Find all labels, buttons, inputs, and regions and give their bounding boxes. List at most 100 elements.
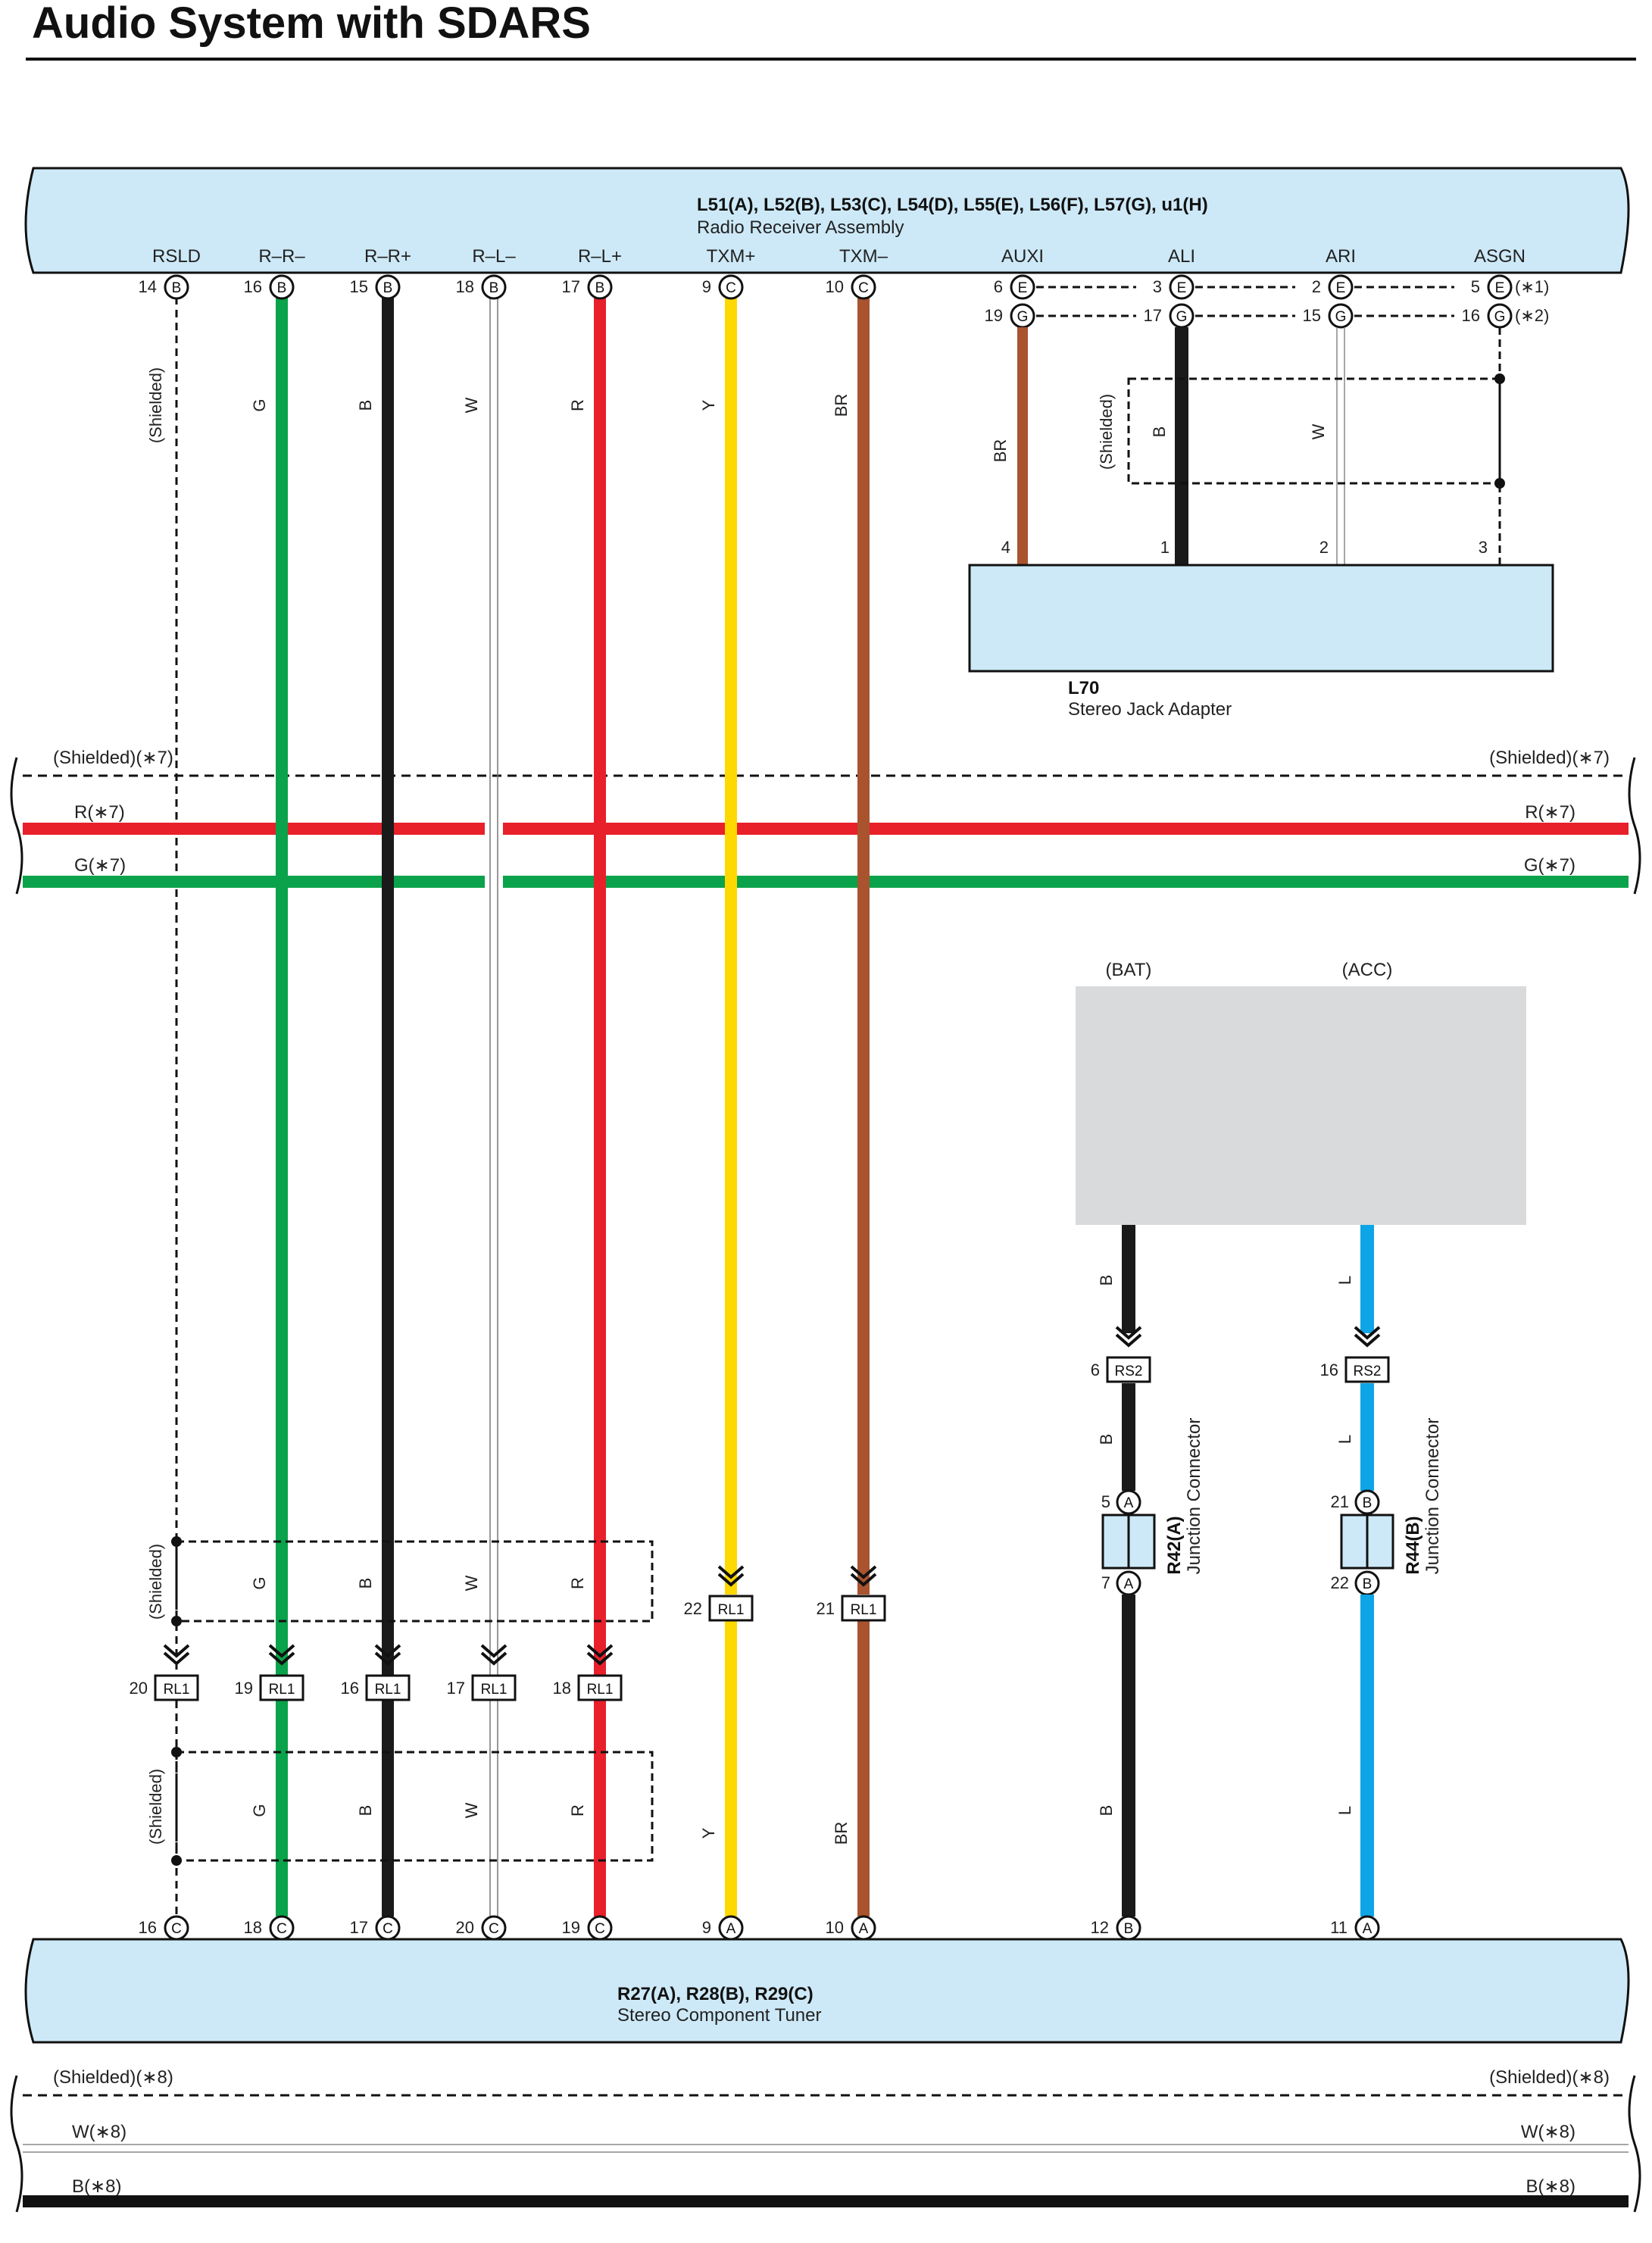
rr-term-label-5: TXM+ xyxy=(707,246,756,267)
tuner-term-pin-2-letter: C xyxy=(383,1921,393,1937)
stereo-jack-adapter-box xyxy=(968,564,1554,673)
rl1-lower-chev-0-0 xyxy=(163,1644,190,1658)
bus-end-right-1 xyxy=(1628,2075,1641,2213)
tuner-term-num-8: 11 xyxy=(1330,1918,1348,1937)
aux-term-label-0: AUXI xyxy=(1001,246,1044,267)
aux-term-pin1-0-letter: E xyxy=(1018,280,1028,296)
rr-wire-label-1: G xyxy=(250,398,269,411)
jc-top-pin-1-letter: B xyxy=(1363,1495,1373,1511)
rl1-lower-chev-4-0 xyxy=(586,1644,614,1658)
lower-shield-wire-label-0: G xyxy=(250,1804,269,1817)
jc-id-0: R42(A) xyxy=(1164,1516,1185,1574)
stereo-jack-id: L70 xyxy=(1068,678,1099,698)
rl1-lower-chev-4-1 xyxy=(586,1651,614,1666)
aux-term-pin1-2-letter: E xyxy=(1336,280,1346,296)
rr-wire-label-0: (Shielded) xyxy=(146,367,165,443)
rl1-lower-chev-2-1 xyxy=(374,1651,401,1666)
tuner-term-num-2: 17 xyxy=(350,1918,368,1937)
rr-term-pin-3 xyxy=(481,274,507,300)
bus8-shield-label-right: (Shielded)(∗8) xyxy=(1489,2067,1610,2088)
bus8-white-label-left: W(∗8) xyxy=(72,2122,126,2142)
bus-end-right-0 xyxy=(1628,757,1641,895)
rr-term-pin-0-letter: B xyxy=(172,280,182,296)
aux-term-pin2-2 xyxy=(1328,303,1354,329)
rr-wire-label-2: B xyxy=(356,400,375,411)
aux-term-label-2: ARI xyxy=(1326,246,1356,267)
rr-term-pin-4-letter: B xyxy=(595,280,605,296)
aux-shield-label: (Shielded) xyxy=(1097,394,1116,470)
rr-term-pin-6 xyxy=(851,274,876,300)
rr-term-label-2: R–R+ xyxy=(364,246,411,267)
jc-bot-num-1: 22 xyxy=(1331,1573,1349,1592)
tuner-term-num-4: 19 xyxy=(562,1918,580,1937)
bus7-red-label-right: R(∗7) xyxy=(1525,802,1575,823)
rl1-lower-box-2-text: RL1 xyxy=(375,1682,401,1698)
rr-term-pin-0 xyxy=(164,274,189,300)
aux-shield-dot-bot xyxy=(1494,478,1505,489)
stereo-tuner-name: Stereo Component Tuner xyxy=(617,2005,822,2026)
fuse-rs-box-1 xyxy=(1344,1356,1390,1383)
tuner-term-num-3: 20 xyxy=(456,1918,474,1937)
aux-note-2: (∗2) xyxy=(1515,306,1549,325)
rl1-upper-box-0-text: RL1 xyxy=(718,1602,745,1618)
rr-term-label-3: R–L– xyxy=(472,246,516,267)
rl1-lower-box-2 xyxy=(365,1674,411,1701)
jack-term-num-3: 3 xyxy=(1479,538,1488,557)
jack-term-num-0: 4 xyxy=(1001,538,1010,557)
rr-term-num-3: 18 xyxy=(456,277,474,296)
rl1-lower-chev-1-1 xyxy=(268,1651,295,1666)
aux-term-pin2-3-letter: G xyxy=(1494,309,1506,325)
rl1-lower-box-0 xyxy=(154,1674,199,1701)
tuner-term-num-5: 9 xyxy=(702,1918,711,1937)
tuner-term-num-1: 18 xyxy=(244,1918,262,1937)
aux-term-pin2-0-letter: G xyxy=(1017,309,1029,325)
fuse-rs-box-0 xyxy=(1106,1356,1151,1383)
aux-term-num2-2: 15 xyxy=(1303,306,1321,325)
rr-wire-label-6: BR xyxy=(832,394,851,417)
lower-shield-dot-bot xyxy=(171,1855,182,1866)
lower-shield-wire-label-1: B xyxy=(356,1805,375,1817)
bus8-black-label-left: B(∗8) xyxy=(72,2176,121,2197)
upper-shield-dot-top xyxy=(171,1536,182,1547)
fuse-rs-box-1-text: RS2 xyxy=(1354,1364,1382,1379)
fuse-rs-chev-1-0 xyxy=(1354,1326,1381,1340)
bus7-red-label-left: R(∗7) xyxy=(74,802,125,823)
aux-shield-box xyxy=(1127,377,1501,485)
fuse-rs-chev-0-1 xyxy=(1115,1333,1142,1348)
aux-term-num2-3: 16 xyxy=(1462,306,1480,325)
rr-wire-label-3: W xyxy=(462,397,481,413)
rr-term-label-1: R–R– xyxy=(258,246,305,267)
rl1-upper-num-0: 22 xyxy=(684,1599,702,1618)
rl1-lower-box-4-text: RL1 xyxy=(587,1682,614,1698)
jc-top-num-0: 5 xyxy=(1101,1492,1110,1511)
aux-term-pin2-2-letter: G xyxy=(1335,309,1347,325)
rl1-lower-box-3-text: RL1 xyxy=(481,1682,507,1698)
rr-term-label-4: R–L+ xyxy=(578,246,622,267)
jc-id-1: R44(B) xyxy=(1403,1516,1423,1574)
rr-term-pin-5-letter: C xyxy=(726,280,736,296)
tuner-term-pin-3-letter: C xyxy=(489,1921,499,1937)
rr-term-pin-6-letter: C xyxy=(858,280,869,296)
radio-receiver-box xyxy=(24,167,1630,274)
rl1-upper-chev-1-1 xyxy=(850,1573,877,1587)
rl1-lower-box-1-text: RL1 xyxy=(269,1682,295,1698)
aux-term-num1-3: 5 xyxy=(1471,277,1480,296)
rr-term-label-6: TXM– xyxy=(839,246,888,267)
lower-shield-box xyxy=(175,1751,654,1862)
rl1-lower-num-1: 19 xyxy=(235,1679,253,1698)
rl1-upper-chev-0-0 xyxy=(717,1565,745,1579)
rr-term-pin-5 xyxy=(718,274,744,300)
tuner-term-num-6: 10 xyxy=(826,1918,844,1937)
upper-shield-wire-label-0: G xyxy=(250,1576,269,1589)
tuner-term-num-0: 16 xyxy=(139,1918,157,1937)
jack-term-num-1: 1 xyxy=(1160,538,1170,557)
rl1-upper-num-1: 21 xyxy=(817,1599,835,1618)
bus7-green-label-left: G(∗7) xyxy=(74,855,126,876)
jack-term-num-2: 2 xyxy=(1319,538,1329,557)
tuner-term-pin-7-letter: B xyxy=(1124,1921,1134,1937)
stereo-tuner-connectors: R27(A), R28(B), R29(C) xyxy=(617,1984,814,2004)
rr-term-pin-4 xyxy=(587,274,613,300)
rr-term-num-1: 16 xyxy=(244,277,262,296)
jc-name-1: Junction Connector xyxy=(1422,1418,1443,1575)
fuse-rs-box-0-text: RS2 xyxy=(1115,1364,1143,1379)
